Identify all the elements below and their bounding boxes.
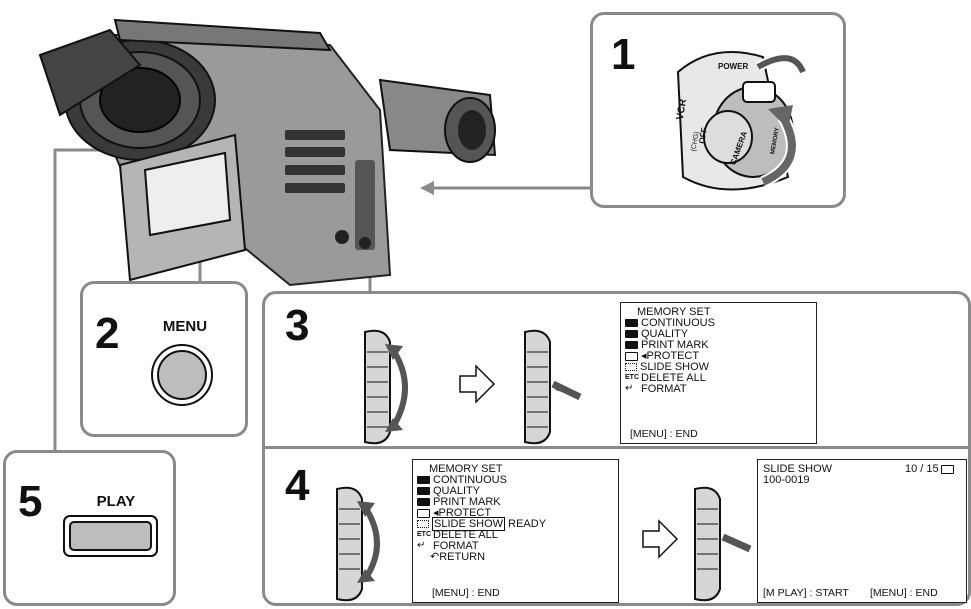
step1-panel: 1 POWER VCR OFF (CHG) CAMERA MEMORY	[590, 12, 846, 208]
file-number: 100-0019	[763, 474, 810, 486]
print-mark-icon	[625, 341, 638, 350]
menu4-item-return[interactable]: ↶RETURN	[430, 551, 486, 563]
menu4-item-label: RETURN	[439, 551, 486, 563]
menu4-item-label: PROTECT	[438, 507, 492, 519]
menu3-item-label: DELETE ALL	[641, 372, 706, 384]
print-mark-icon	[417, 498, 430, 507]
menu-button[interactable]	[151, 344, 213, 406]
memory-card-icon	[417, 508, 430, 518]
menu3-footer: [MENU] : END	[630, 428, 698, 440]
menu4-title: MEMORY SET	[429, 463, 503, 475]
image-counter-text: 10 / 15	[905, 463, 939, 475]
etc-icon: ETC	[625, 374, 639, 382]
slide-show-icon	[625, 363, 637, 372]
play-button[interactable]	[63, 515, 158, 557]
dial-label-off: OFF	[697, 127, 709, 144]
steps-3-4-panel: 3 MEMORY SET CONTINUOUS QUALITY PRINT MA…	[262, 291, 971, 606]
continuous-icon	[417, 476, 430, 485]
quality-icon	[417, 487, 430, 496]
menu3-item-quality[interactable]: QUALITY	[625, 328, 689, 340]
menu3-item-label: PROTECT	[646, 350, 700, 362]
menu4-item-label-selected: SLIDE SHOW	[432, 517, 506, 531]
menu3-item-label: SLIDE SHOW	[640, 361, 710, 373]
menu-screen-step4: MEMORY SET CONTINUOUS QUALITY PRINT MARK…	[412, 459, 619, 603]
step2-number: 2	[95, 309, 120, 358]
dial-label-vcr: VCR	[675, 97, 690, 120]
dial-label-power: POWER	[718, 62, 748, 71]
menu-screen-step3: MEMORY SET CONTINUOUS QUALITY PRINT MARK…	[620, 302, 817, 444]
menu3-item-format[interactable]: ↵ FORMAT	[625, 383, 687, 395]
end-footer: [MENU] : END	[870, 587, 938, 599]
menu4-item-label: DELETE ALL	[433, 529, 498, 541]
menu3-item-continuous[interactable]: CONTINUOUS	[625, 317, 715, 329]
step4-number: 4	[285, 461, 310, 510]
power-switch-dial[interactable]: POWER VCR OFF (CHG) CAMERA MEMORY	[643, 27, 843, 197]
menu4-item-format[interactable]: ↵ FORMAT	[417, 540, 479, 552]
menu3-item-protect[interactable]: ◂PROTECT	[625, 350, 700, 362]
menu3-item-label: CONTINUOUS	[641, 317, 715, 329]
memory-card-icon	[940, 464, 954, 474]
menu4-item-label: QUALITY	[433, 485, 481, 497]
menu4-item-quality[interactable]: QUALITY	[417, 485, 481, 497]
menu4-item-slide-show[interactable]: SLIDE SHOW READY	[417, 517, 547, 531]
dial-label-chg: (CHG)	[690, 131, 700, 152]
menu-button-label: MENU	[162, 318, 208, 335]
menu3-item-label: PRINT MARK	[641, 339, 709, 351]
slide-show-title: SLIDE SHOW	[763, 463, 833, 475]
menu3-item-slide-show[interactable]: SLIDE SHOW	[625, 361, 710, 373]
menu4-footer: [MENU] : END	[432, 587, 500, 599]
play-button-label: PLAY	[96, 493, 136, 510]
control-wheel-press[interactable]	[515, 322, 605, 452]
menu4-item-continuous[interactable]: CONTINUOUS	[417, 474, 507, 486]
step5-number: 5	[18, 477, 43, 526]
start-footer: [M PLAY] : START	[763, 587, 849, 599]
step2-panel: 2 MENU	[80, 281, 248, 437]
memory-card-icon	[625, 351, 638, 361]
return-arrow-icon: ↶	[430, 551, 440, 563]
menu3-item-print-mark[interactable]: PRINT MARK	[625, 339, 709, 351]
menu4-item-label: CONTINUOUS	[433, 474, 507, 486]
step-divider	[265, 446, 971, 449]
etc-icon: ETC	[417, 531, 431, 539]
control-wheel-rotate[interactable]	[355, 322, 435, 452]
menu3-item-label: QUALITY	[641, 328, 689, 340]
dial-label-memory: MEMORY	[770, 127, 781, 154]
step1-number: 1	[611, 30, 636, 79]
control-wheel-rotate-step4[interactable]	[327, 479, 407, 609]
quality-icon	[625, 330, 638, 339]
return-icon: ↵	[625, 383, 634, 395]
slide-show-screen: SLIDE SHOW 10 / 15 100-0019 [M PLAY] : S…	[757, 459, 967, 603]
image-counter: 10 / 15	[905, 463, 957, 475]
menu3-item-label: FORMAT	[641, 383, 687, 395]
menu4-item-protect[interactable]: ◂PROTECT	[417, 507, 492, 519]
menu4-item-label: FORMAT	[433, 540, 479, 552]
continuous-icon	[625, 319, 638, 328]
menu4-item-label: PRINT MARK	[433, 496, 501, 508]
menu3-title: MEMORY SET	[637, 306, 711, 318]
return-icon: ↵	[417, 540, 426, 552]
step3-number: 3	[285, 301, 310, 350]
next-arrow-icon	[642, 519, 679, 559]
control-wheel-press-step4[interactable]	[685, 479, 775, 609]
next-arrow-icon	[459, 364, 496, 404]
ready-status: READY	[508, 518, 547, 530]
camcorder-illustration	[38, 18, 497, 287]
step5-panel: 5 PLAY	[3, 450, 176, 606]
slide-show-icon	[417, 520, 429, 529]
menu4-item-print-mark[interactable]: PRINT MARK	[417, 496, 501, 508]
